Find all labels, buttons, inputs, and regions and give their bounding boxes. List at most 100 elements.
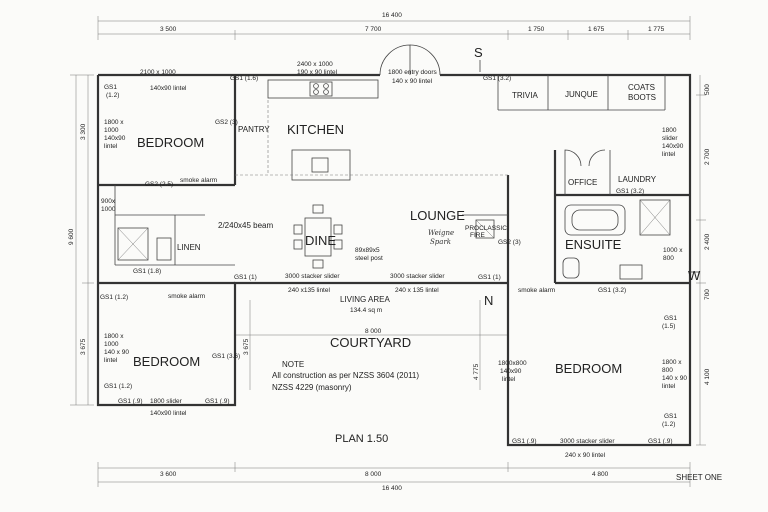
entry-lintel-label: 140 x 90 lintel — [392, 78, 433, 85]
compass-markers — [479, 60, 700, 273]
window-900-2: 1000 — [101, 206, 116, 213]
room-label-bedroom-2: BEDROOM — [133, 354, 200, 369]
bottom-segment-1: 3 600 — [160, 471, 177, 478]
bedroom3-window-2: 800 — [662, 367, 673, 374]
gs1-1-2-right-a: GS1 — [664, 413, 677, 420]
gs1-0-9-a: GS1 (.9) — [118, 398, 143, 405]
right-segment-3: 2 400 — [704, 233, 711, 250]
gs1-0-9-b: GS1 (.9) — [205, 398, 230, 405]
bottom-total-dimension: 16 400 — [382, 485, 402, 492]
compass-west: W — [688, 268, 701, 283]
right-segment-4: 700 — [704, 289, 711, 300]
plan-title: PLAN 1.50 — [335, 433, 388, 445]
smoke-alarm-2: smoke alarm — [518, 287, 555, 294]
gs1-1-5-a: GS1 — [664, 315, 677, 322]
fire-label: FIRE — [470, 232, 485, 239]
compass-south: S — [474, 45, 483, 60]
bedroom3-window-3: 140 x 90 — [662, 375, 687, 382]
right-segment-5: 4 100 — [704, 368, 711, 385]
room-label-boots: BOOTS — [628, 93, 656, 102]
top-total-dimension: 16 400 — [382, 12, 402, 19]
bedroom3-window-4: lintel — [662, 383, 676, 390]
compass-north: N — [484, 293, 493, 308]
left-segment-1: 3 300 — [80, 123, 87, 140]
courtyard-width-dimension: 8 000 — [365, 328, 382, 335]
room-label-lounge: LOUNGE — [410, 208, 465, 223]
room-label-courtyard: COURTYARD — [330, 335, 411, 350]
gs1-left-top-value: (1.2) — [106, 92, 119, 99]
gs1-1-2-right-b: (1.2) — [662, 421, 675, 428]
dining-table — [293, 204, 343, 269]
bedroom1-window-2: 1000 — [104, 127, 119, 134]
gs2-3-left: GS2 (3) — [215, 119, 238, 126]
note-heading: NOTE — [282, 360, 304, 369]
steel-post-2: steel post — [355, 255, 383, 262]
room-labels: BEDROOM KITCHEN PANTRY TRIVIA JUNQUE COA… — [133, 83, 657, 376]
gs1-1-5-b: (1.5) — [662, 323, 675, 330]
bedroom2-window-4: lintel — [104, 357, 118, 364]
window-kitchen: 2400 x 1000 — [297, 61, 333, 68]
construction-note: NOTE All construction as per NZSS 3604 (… — [272, 360, 419, 392]
window-1800x800-2: 140x90 — [500, 368, 522, 375]
gs1-0-9-c: GS1 (.9) — [512, 438, 537, 445]
annotations: 2100 x 1000 140x90 lintel 2400 x 1000 19… — [100, 61, 687, 459]
note-line-2: NZSS 4229 (masonry) — [272, 383, 352, 392]
stacker-slider-3: 3000 stacker slider — [560, 438, 615, 445]
gs1-3-2-ensuite: GS1 (3.2) — [598, 287, 626, 294]
room-label-bedroom-1: BEDROOM — [137, 135, 204, 150]
handwritten-note-2: Spark — [430, 238, 451, 246]
bedroom2-window-1: 1800 x — [104, 333, 124, 340]
gs1-3-2-laundry: GS1 (3.2) — [616, 188, 644, 195]
lintel-240-b: 240 x 135 lintel — [395, 287, 439, 294]
room-label-laundry: LAUNDRY — [618, 175, 657, 184]
compass-labels: S W N — [474, 45, 701, 308]
stacker-slider-2: 3000 stacker slider — [390, 273, 445, 280]
room-label-office: OFFICE — [568, 178, 597, 187]
center-depth-dimension: 4 775 — [473, 363, 480, 380]
room-label-bedroom-3: BEDROOM — [555, 361, 622, 376]
room-label-junque: JUNQUE — [565, 90, 598, 99]
proclassic-label: PROCLASSIC — [465, 225, 507, 232]
bottom-segment-3: 4 800 — [592, 471, 609, 478]
sheet-label: SHEET ONE — [676, 473, 722, 482]
gs1-1-right: GS1 (1) — [478, 274, 501, 281]
bedroom2-window-2: 1000 — [104, 341, 119, 348]
gs2-3-right: GS2 (3) — [498, 239, 521, 246]
entry-doors-label: 1800 entry doors — [388, 69, 438, 76]
bedroom3-window-1: 1800 x — [662, 359, 682, 366]
slider-1800: 1800 slider — [150, 398, 183, 405]
room-label-pantry: PANTRY — [238, 125, 270, 134]
left-segment-2: 3 675 — [80, 338, 87, 355]
top-segment-1: 3 500 — [160, 26, 177, 33]
window-1800x800-1: 1800x800 — [498, 360, 527, 367]
office-doors — [564, 149, 606, 195]
room-label-dine: DINE — [305, 233, 336, 248]
room-label-ensuite: ENSUITE — [565, 237, 622, 252]
window-1000x800-1: 1000 x — [663, 247, 683, 254]
smoke-alarm-3: smoke alarm — [168, 293, 205, 300]
room-label-coats: COATS — [628, 83, 655, 92]
right-segment-2: 2 700 — [704, 148, 711, 165]
lintel-top-left: 140x90 lintel — [150, 85, 187, 92]
interior-walls — [98, 75, 690, 285]
gs1-1-8: GS1 (1.8) — [133, 268, 161, 275]
room-label-linen: LINEN — [177, 243, 201, 252]
bedroom1-window-4: lintel — [104, 143, 118, 150]
gs1-1-left: GS1 (1) — [234, 274, 257, 281]
bedroom1-window-1: 1800 x — [104, 119, 124, 126]
stacker-slider-1: 3000 stacker slider — [285, 273, 340, 280]
slider-right-3: 140x90 — [662, 143, 684, 150]
gs2-2-5: GS2 (2.5) — [145, 181, 173, 188]
slider-right-2: slider — [662, 135, 678, 142]
exterior-walls — [96, 73, 692, 447]
wet-area-fittings — [117, 199, 671, 280]
entry-doors — [379, 44, 441, 76]
lintel-140-bedroom2: 140x90 lintel — [150, 410, 187, 417]
slider-right-4: lintel — [662, 151, 676, 158]
window-900-1: 900x — [101, 198, 116, 205]
room-label-kitchen: KITCHEN — [287, 122, 344, 137]
courtyard-depth-dimension: 3 675 — [243, 338, 250, 355]
top-segment-5: 1 775 — [648, 26, 665, 33]
